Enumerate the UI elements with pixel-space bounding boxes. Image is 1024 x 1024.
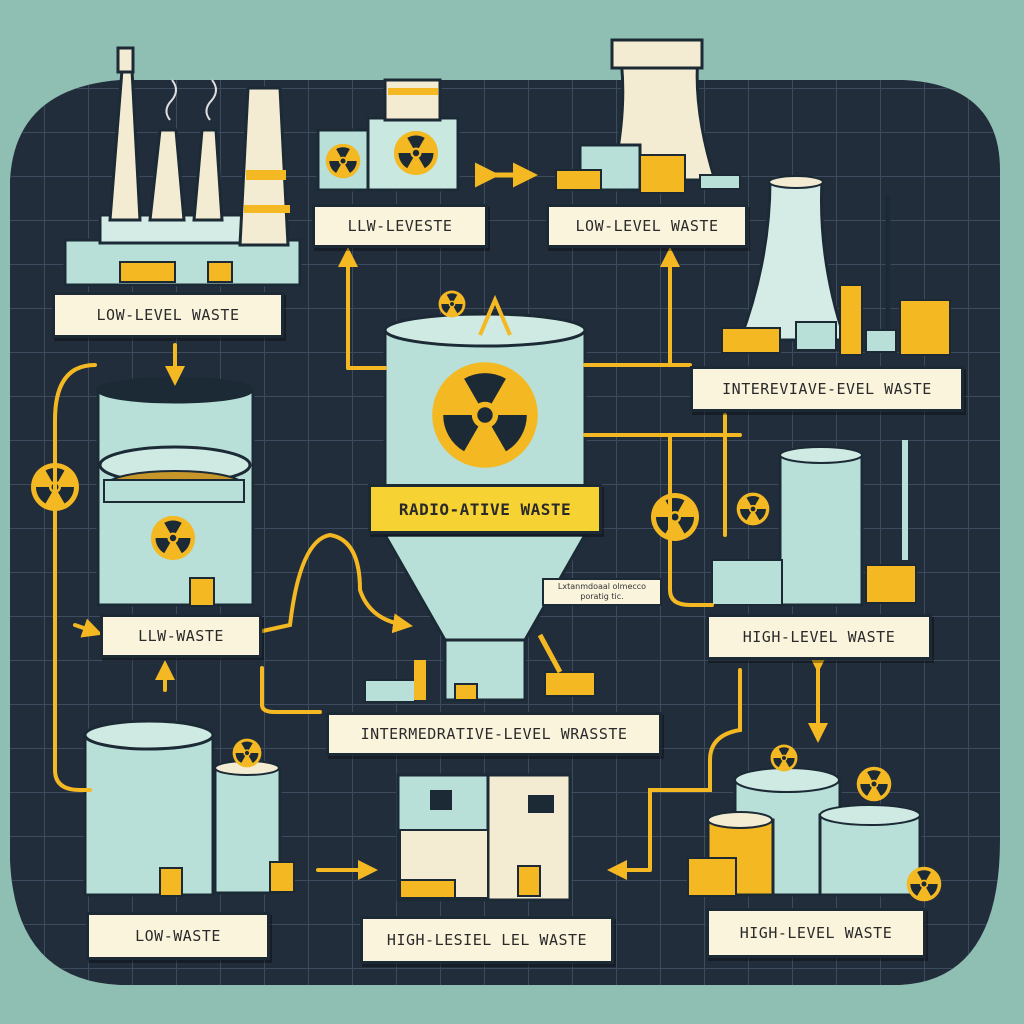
cooling-tower-icon bbox=[555, 38, 741, 194]
label-right-mid: HIGH-LEVEL WASTE bbox=[706, 614, 932, 660]
center-note: Lxtanmdoaal olmecco poratig tic. bbox=[542, 578, 662, 606]
label-top-mid: LLW-LEVESTE bbox=[312, 204, 488, 248]
label-right-upper: INTEREVIAVE-EVEL WASTE bbox=[690, 366, 964, 412]
crane-icon bbox=[537, 633, 596, 697]
label-top-left: LOW-LEVEL WASTE bbox=[52, 292, 284, 338]
storage-tank-icon bbox=[96, 376, 255, 607]
factory-icon bbox=[396, 773, 572, 902]
label-bottom-left: LOW-WASTE bbox=[86, 912, 270, 960]
label-bottom-right: HIGH-LEVEL WASTE bbox=[706, 908, 926, 958]
storage-tank-icon bbox=[711, 440, 917, 607]
factory-icon bbox=[63, 46, 302, 287]
label-top-right: LOW-LEVEL WASTE bbox=[546, 204, 748, 248]
radiation-icon bbox=[651, 493, 699, 541]
label-bottom-mid: HIGH-LESIEL LEL WASTE bbox=[360, 916, 614, 964]
center-label: RADIO-ATIVE WASTE bbox=[368, 484, 602, 534]
label-center-bottom: INTERMEDRATIVE-LEVEL WRASSTE bbox=[326, 712, 662, 756]
label-mid-left: LLW-WASTE bbox=[100, 614, 262, 658]
storage-building-icon bbox=[316, 78, 460, 192]
storage-tank-icon bbox=[687, 744, 942, 902]
cooling-tower-icon bbox=[721, 175, 951, 356]
storage-tank-icon bbox=[83, 719, 295, 897]
